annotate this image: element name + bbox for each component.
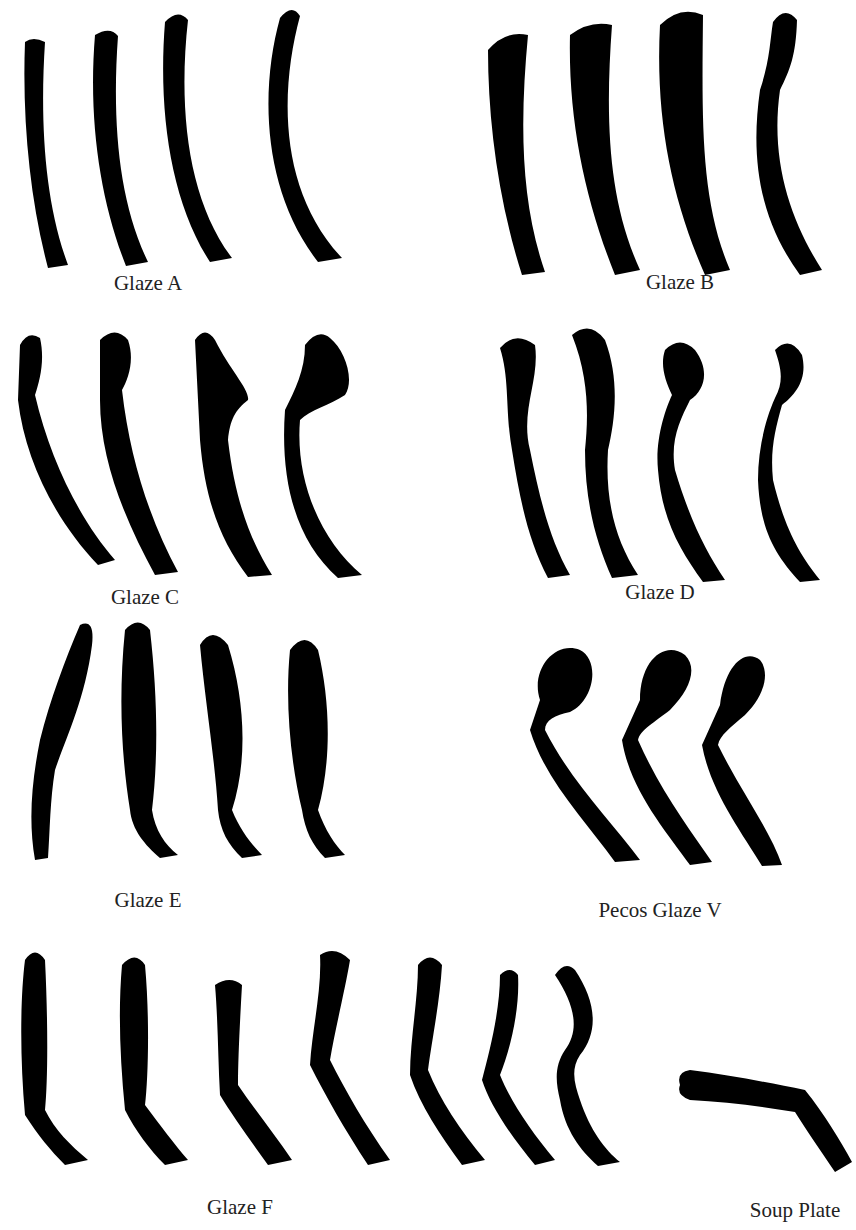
rim-profile (200, 635, 262, 858)
group-label: Glaze B (646, 270, 714, 295)
rim-profile (758, 344, 820, 582)
rim-profile (657, 343, 725, 583)
rim-profile (93, 31, 148, 266)
rim-profile (702, 656, 782, 866)
rim-profile (195, 333, 272, 578)
rim-profile (100, 333, 178, 576)
rim-profile (679, 1070, 852, 1172)
rim-profile (756, 13, 822, 275)
rim-profile (500, 338, 570, 578)
rim-profile (622, 650, 712, 865)
rim-profile (163, 14, 232, 262)
group-label: Glaze E (114, 888, 181, 913)
group-label: Pecos Glaze V (598, 898, 721, 923)
rim-profile (121, 623, 178, 859)
group-label: Glaze A (114, 271, 182, 296)
rim-profile (310, 951, 390, 1165)
rim-profile (21, 953, 88, 1166)
rim-profile (410, 958, 485, 1166)
rim-profile (31, 624, 92, 860)
rim-profile (530, 648, 640, 862)
rim-profile (268, 10, 342, 262)
rim-profile (215, 980, 292, 1165)
rim-profile (570, 24, 640, 275)
rim-profile (288, 640, 345, 858)
rim-profile (572, 329, 638, 578)
rim-profile (120, 958, 188, 1166)
rim-profile (24, 39, 68, 268)
rim-profile (482, 970, 555, 1165)
rim-profile (284, 334, 362, 578)
rim-profile (659, 12, 730, 275)
group-label: Soup Plate (750, 1198, 840, 1223)
rim-profile (488, 34, 545, 275)
rim-profile (555, 966, 620, 1166)
group-label: Glaze C (111, 585, 179, 610)
group-label: Glaze F (207, 1195, 273, 1220)
group-label: Glaze D (625, 580, 694, 605)
